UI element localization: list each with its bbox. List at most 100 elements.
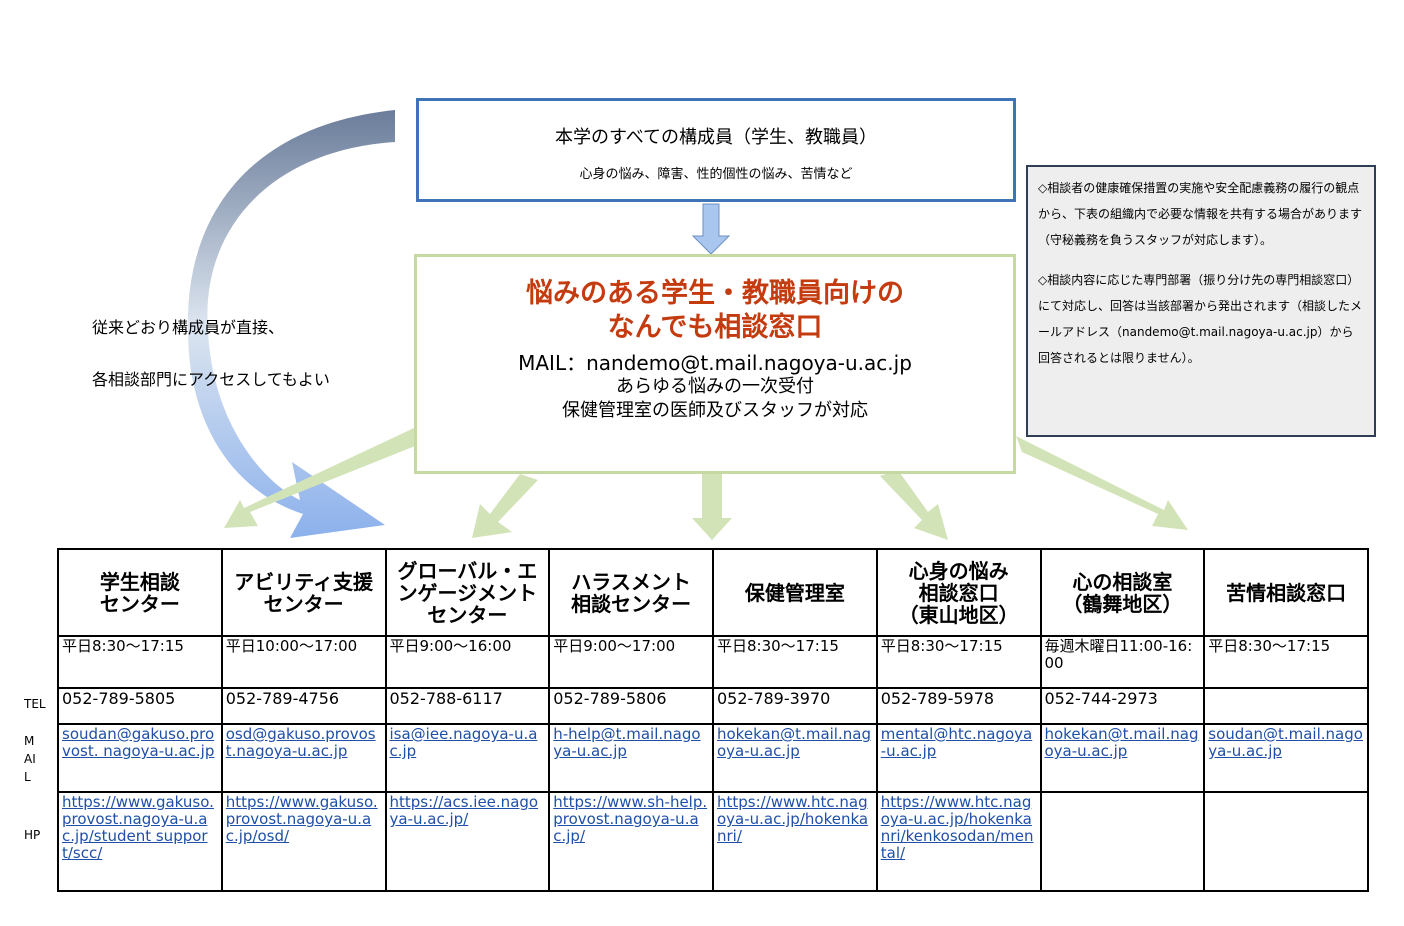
cell-text: 平日8:30～17:15 [717,637,839,655]
green-arrow-2 [472,474,538,538]
cell-hours: 平日8:30～17:15 [1203,635,1369,689]
email-link[interactable]: osd@gakuso.provost.nagoya-u.ac.jp [225,725,376,760]
website-link[interactable]: https://www.sh-help.provost.nagoya-u.ac.… [553,793,708,845]
contact-table: 学生相談 センター アビリティ支援 センターグローバル・エ ンゲージメント センタ… [57,548,1369,892]
email-link[interactable]: soudan@t.mail.nagoya-u.ac.jp [1208,725,1363,760]
website-link[interactable]: https://www.gakuso.provost.nagoya-u.ac.j… [62,793,214,862]
consultation-line1: あらゆる悩みの一次受付 [616,376,814,397]
cell-hp: https://www.htc.nagoya-u.ac.jp/hokenkanr… [712,791,878,892]
website-link[interactable]: https://www.htc.nagoya-u.ac.jp/hokenkanr… [717,793,869,845]
green-arrow-5 [1016,436,1188,530]
note-paragraph-1: ◇相談者の健康確保措置の実施や安全配慮義務の履行の観点から、下表の組織内で必要な… [1038,181,1363,247]
cell-hours: 平日9:00～16:00 [384,635,551,689]
cell-mail: hokekan@t.mail.nagoya-u.ac.jp [1039,723,1206,793]
cell-text: 平日10:00～17:00 [225,637,358,655]
cell-hp: https://www.gakuso.provost.nagoya-u.ac.j… [220,791,387,892]
cell-text: 052-789-5806 [553,689,667,708]
cell-text: 平日8:30～17:15 [1208,637,1331,655]
cell-text: 毎週木曜日11:00-16:00 [1044,637,1193,672]
department-name: 苦情相談窓口 [1226,580,1347,605]
cell-hp: https://www.sh-help.provost.nagoya-u.ac.… [548,791,714,892]
consultation-line2: 保健管理室の医師及びスタッフが対応 [562,400,868,421]
cell-hours: 平日8:30～17:15 [712,635,878,689]
cell-tel: 052-744-2973 [1039,687,1206,725]
cell-name: 心身の悩み 相談窓口 （東山地区） [875,548,1042,637]
email-link[interactable]: hokekan@t.mail.nagoya-u.ac.jp [1044,725,1199,760]
cell-tel: 052-788-6117 [384,687,551,725]
cell-mail: mental@htc.nagoya-u.ac.jp [875,723,1042,793]
note-box: ◇相談者の健康確保措置の実施や安全配慮義務の履行の観点から、下表の組織内で必要な… [1026,165,1376,437]
cell-text: 052-788-6117 [389,689,503,708]
email-link[interactable]: soudan@gakuso.provost. nagoya-u.ac.jp [62,725,215,760]
row-label-mail: MAIL [24,734,36,784]
note-paragraph-2: ◇相談内容に応じた専門部署（振り分け先の専門相談窓口）にて対応し、回答は当該部署… [1038,273,1363,365]
green-arrow-3 [692,474,732,540]
cell-mail: soudan@t.mail.nagoya-u.ac.jp [1203,723,1369,793]
cell-hp [1039,791,1206,892]
cell-hp: https://www.gakuso.provost.nagoya-u.ac.j… [57,791,223,892]
cell-text: 052-789-3970 [717,689,831,708]
cell-name: アビリティ支援 センター [220,548,387,637]
email-link[interactable]: hokekan@t.mail.nagoya-u.ac.jp [717,725,871,760]
cell-tel: 052-789-3970 [712,687,878,725]
cell-text: 平日8:30～17:15 [880,637,1003,655]
table-row-mail: soudan@gakuso.provost. nagoya-u.ac.jp osd… [57,723,1369,793]
email-link[interactable]: h-help@t.mail.nagoya-u.ac.jp [553,725,701,760]
table-row-tel: 052-789-5805 052-789-4756 052-788-6117 052-… [57,687,1369,725]
table-row-hours: 平日8:30～17:15 平日10:00～17:00 平日9:00～16:00 平日9… [57,635,1369,689]
cell-name: 保健管理室 [712,548,878,637]
cell-hp [1203,791,1369,892]
cell-text: 052-789-5978 [880,689,995,708]
cell-name: グローバル・エ ンゲージメント センター [384,548,551,637]
cell-text: 平日8:30～17:15 [62,637,184,655]
cell-text: 052-789-4756 [225,689,340,708]
cell-text: 052-744-2973 [1044,689,1158,708]
consultation-title-line1: 悩みのある学生・教職員向けの [526,278,904,309]
website-link[interactable]: https://www.htc.nagoya-u.ac.jp/hokenkanr… [880,793,1034,862]
row-label-hp: HP [24,828,41,842]
cell-mail: osd@gakuso.provost.nagoya-u.ac.jp [220,723,387,793]
cell-hours: 平日10:00～17:00 [220,635,387,689]
consultation-window-box: 悩みのある学生・教職員向けの なんでも相談窓口 MAIL：nandemo@t.m… [414,254,1016,474]
direct-access-text-line1: 従来どおり構成員が直接、 [92,318,285,337]
department-name: ハラスメント 相談センター [571,569,692,616]
green-arrow-4 [880,470,948,540]
green-arrow-1 [224,428,420,528]
all-members-box: 本学のすべての構成員（学生、教職員） 心身の悩み、障害、性的個性の悩み、苦情など [416,98,1016,202]
cell-name: 学生相談 センター [57,548,223,637]
department-name: 心の相談室 （鶴舞地区） [1062,569,1183,616]
cell-hours: 平日8:30～17:15 [57,635,223,689]
cell-tel [1203,687,1369,725]
cell-tel: 052-789-5978 [875,687,1042,725]
cell-name: ハラスメント 相談センター [548,548,714,637]
cell-hp: https://www.htc.nagoya-u.ac.jp/hokenkanr… [875,791,1042,892]
cell-tel: 052-789-5806 [548,687,714,725]
email-link[interactable]: isa@iee.nagoya-u.ac.jp [389,725,538,760]
consultation-title-line2: なんでも相談窓口 [607,312,823,343]
cell-tel: 052-789-5805 [57,687,223,725]
down-arrow [691,203,731,255]
cell-hp: https://acs.iee.nagoya-u.ac.jp/ [384,791,551,892]
cell-mail: h-help@t.mail.nagoya-u.ac.jp [548,723,714,793]
cell-mail: soudan@gakuso.provost. nagoya-u.ac.jp [57,723,223,793]
row-label-tel: TEL [24,697,46,711]
cell-text: 052-789-5805 [62,689,176,708]
direct-access-text-line2: 各相談部門にアクセスしてもよい [92,370,330,389]
distribution-arrows [224,428,1188,540]
cell-name: 苦情相談窓口 [1203,548,1369,637]
department-name: 保健管理室 [744,580,845,605]
email-link[interactable]: mental@htc.nagoya-u.ac.jp [880,725,1033,760]
website-link[interactable]: https://www.gakuso.provost.nagoya-u.ac.j… [225,793,378,845]
department-name: アビリティ支援 センター [234,569,374,616]
cell-mail: hokekan@t.mail.nagoya-u.ac.jp [712,723,878,793]
cell-text: 平日9:00～16:00 [389,637,512,655]
cell-tel: 052-789-4756 [220,687,387,725]
department-name: 学生相談 センター [99,569,180,616]
cell-hours: 平日9:00～17:00 [548,635,714,689]
website-link[interactable]: https://acs.iee.nagoya-u.ac.jp/ [389,793,539,828]
cell-hours: 平日8:30～17:15 [875,635,1042,689]
consultation-mail: MAIL：nandemo@t.mail.nagoya-u.ac.jp [518,351,912,375]
cell-hours: 毎週木曜日11:00-16:00 [1039,635,1206,689]
cell-mail: isa@iee.nagoya-u.ac.jp [384,723,551,793]
